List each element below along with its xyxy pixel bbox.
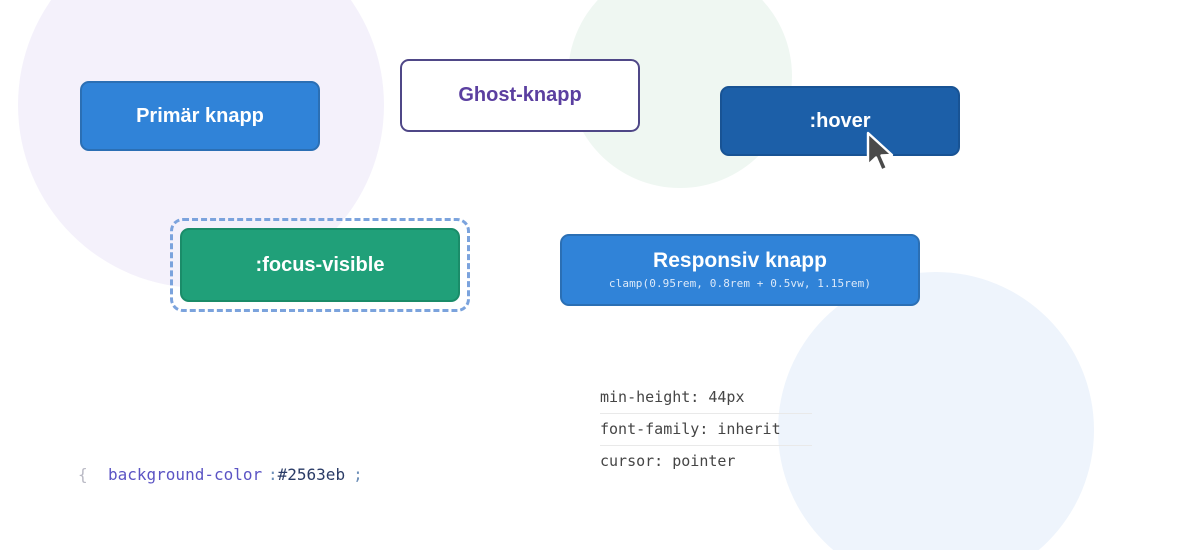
focus-visible-button[interactable]: :focus-visible [180,228,460,302]
css-semicolon: ; [353,465,363,484]
responsive-button-label: Responsiv knapp [653,249,827,273]
hover-state-button[interactable]: :hover [720,86,960,156]
focus-visible-button-label: :focus-visible [255,253,385,276]
property-list: min-height: 44px font-family: inherit cu… [600,382,812,477]
responsive-button[interactable]: Responsiv knapp clamp(0.95rem, 0.8rem + … [560,234,920,306]
primary-button[interactable]: Primär knapp [80,81,320,151]
css-property-value: #2563eb [277,465,346,484]
css-colon: : [268,465,278,484]
property-list-item: cursor: pointer [600,445,812,477]
property-list-item: font-family: inherit [600,413,812,445]
primary-button-label: Primär knapp [136,104,264,127]
hover-state-button-label: :hover [809,109,871,132]
ghost-button[interactable]: Ghost-knapp [400,59,640,132]
css-open-brace: { [78,465,88,484]
css-property-name: background-color [108,465,263,484]
css-line-background-color: { background-color : #2563eb ; [78,460,431,490]
blue-circle [778,272,1094,550]
css-code-block: { background-color : #2563eb ; padding :… [78,370,431,550]
property-list-item: min-height: 44px [600,388,745,406]
ghost-button-label: Ghost-knapp [458,84,582,106]
responsive-button-clamp-formula: clamp(0.95rem, 0.8rem + 0.5vw, 1.15rem) [608,277,872,291]
